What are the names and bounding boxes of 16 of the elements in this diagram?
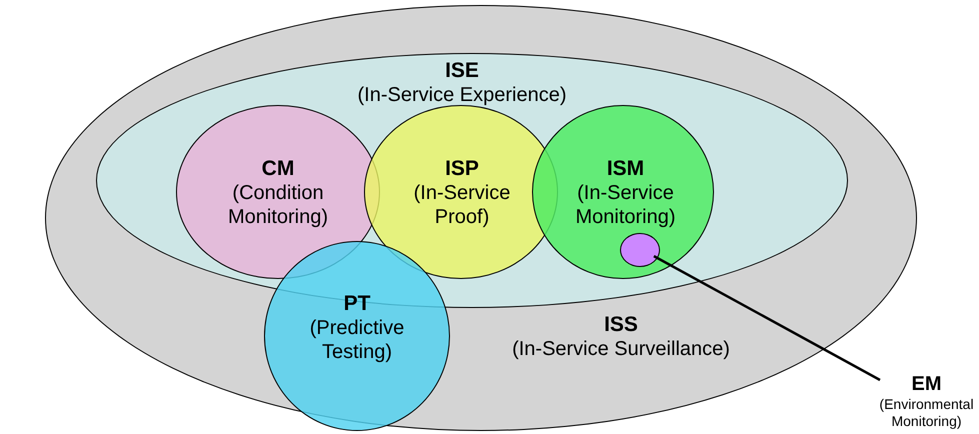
region-full-name: (Environmental Monitoring) bbox=[878, 396, 975, 430]
region-full-name: (In-Service Monitoring) bbox=[574, 181, 677, 229]
leader-line bbox=[653, 255, 881, 382]
region-full-name: (In-Service Proof) bbox=[412, 181, 512, 229]
region-full-name: (Condition Monitoring) bbox=[226, 181, 330, 229]
region-abbreviation: PT bbox=[342, 292, 372, 316]
region-abbreviation: ISP bbox=[444, 157, 480, 181]
region-full-name: (In-Service Experience) bbox=[356, 83, 568, 107]
region-abbreviation: CM bbox=[260, 157, 296, 181]
circle-marker bbox=[620, 233, 660, 267]
region-abbreviation: ISE bbox=[444, 59, 480, 83]
region-abbreviation: EM bbox=[910, 372, 942, 396]
region-abbreviation: ISS bbox=[603, 313, 639, 337]
region-full-name: (Predictive Testing) bbox=[308, 316, 406, 364]
region-abbreviation: ISM bbox=[606, 157, 646, 181]
region-full-name: (In-Service Surveillance) bbox=[511, 337, 731, 361]
